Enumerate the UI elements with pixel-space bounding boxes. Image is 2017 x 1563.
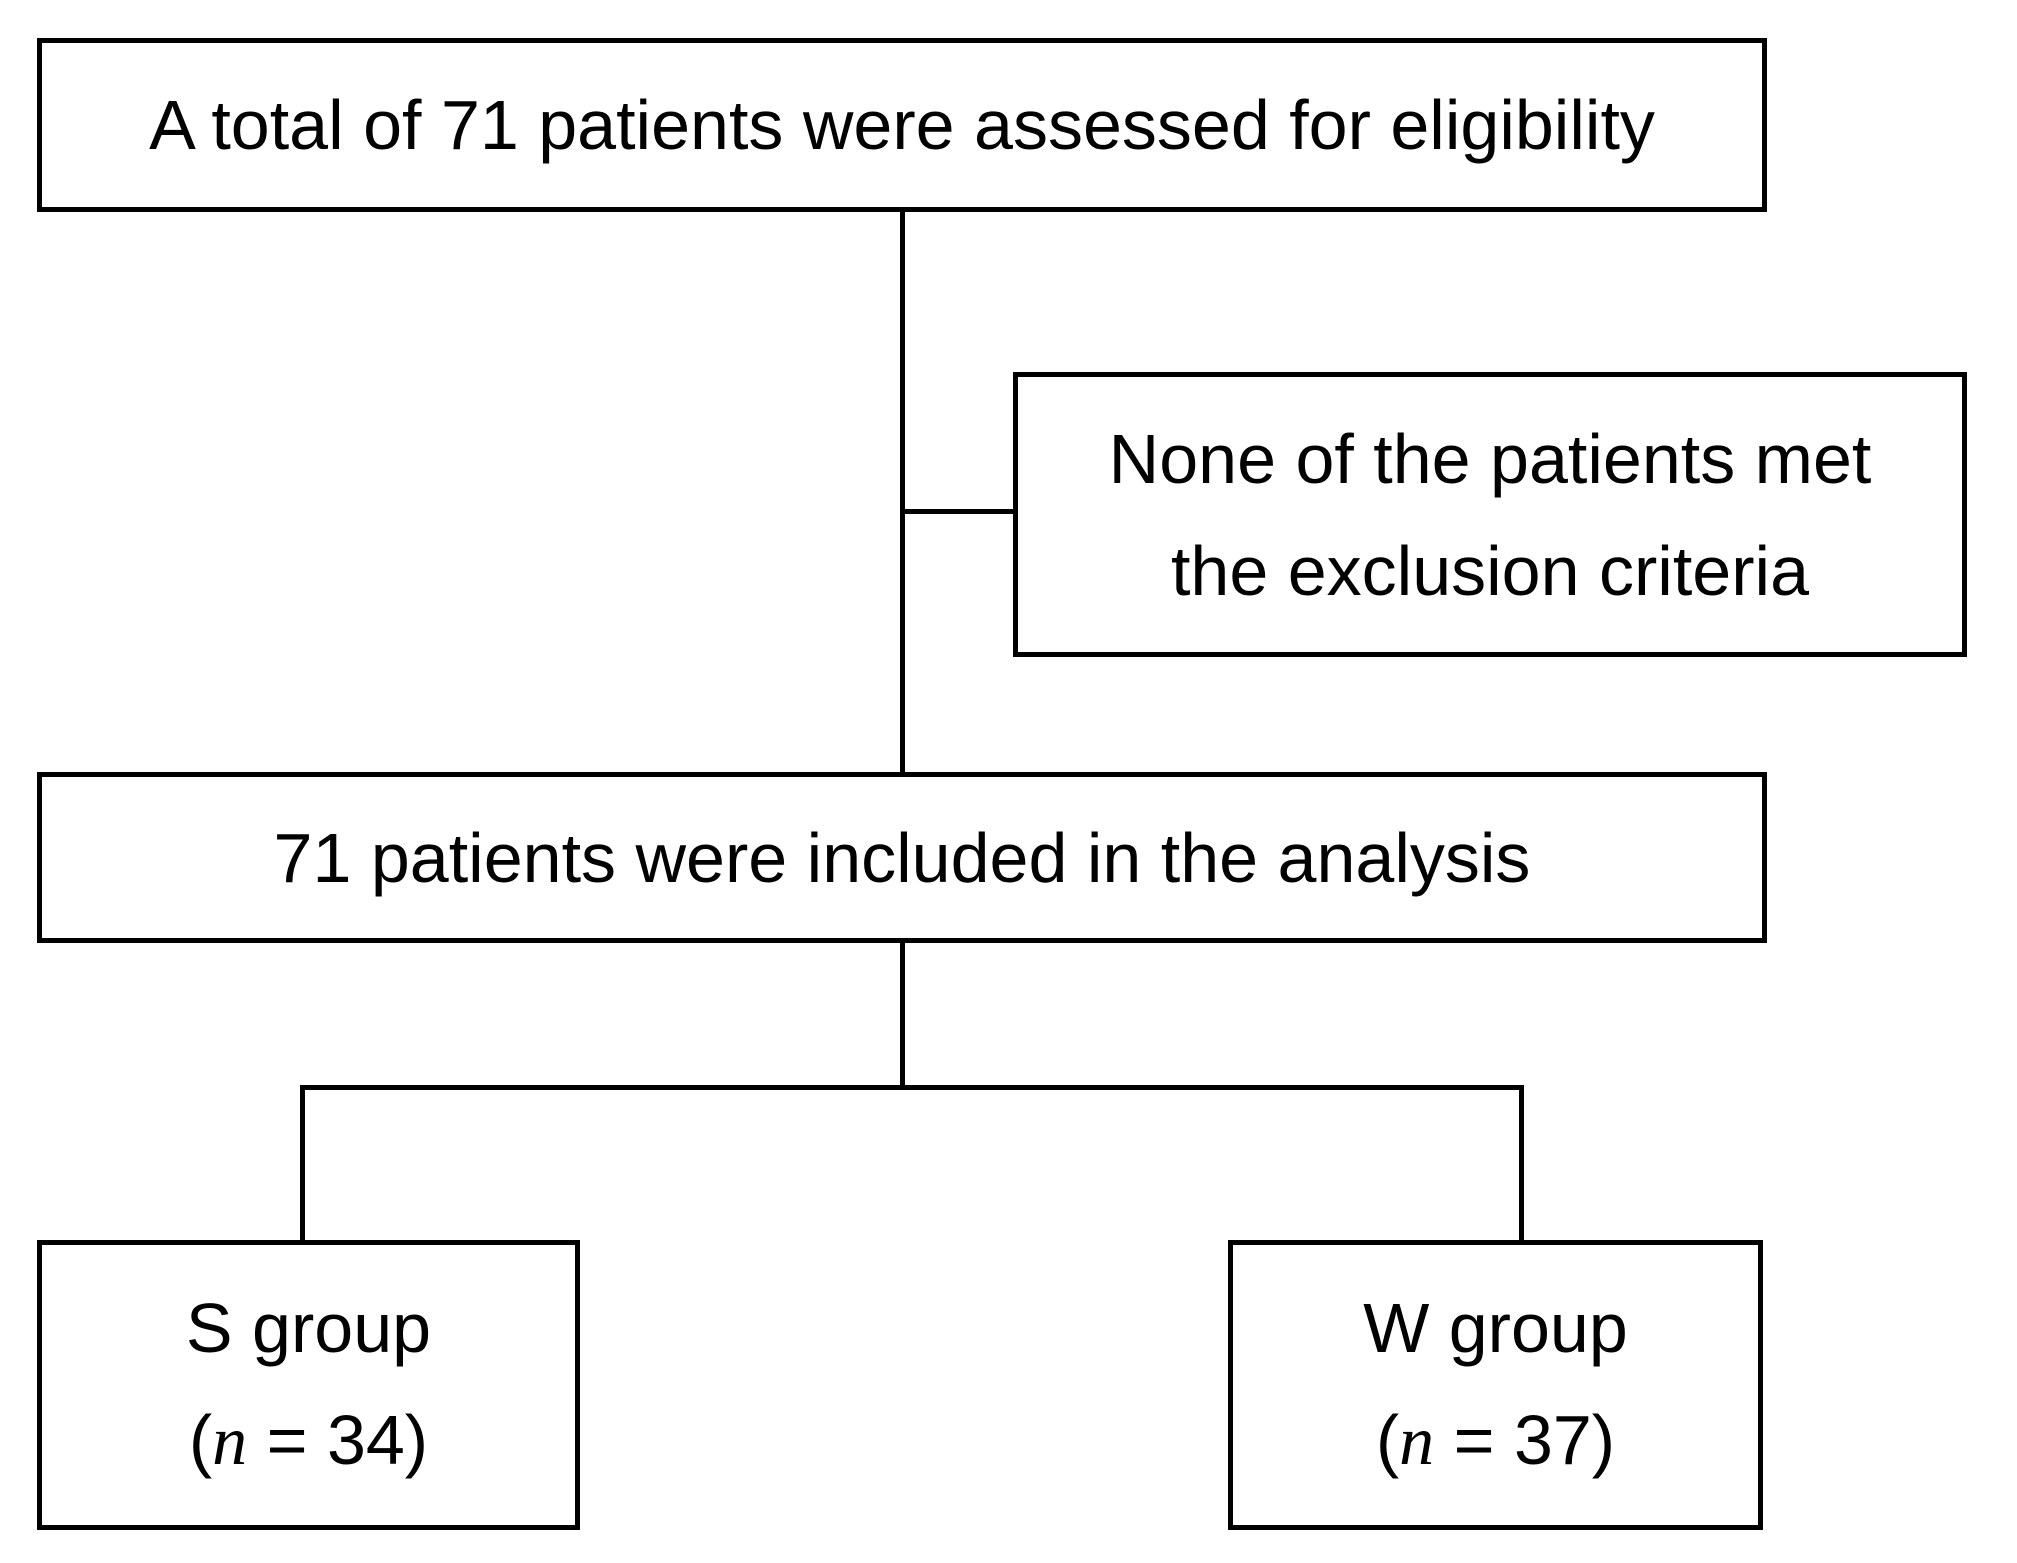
w-group-count-open-paren: ( xyxy=(1375,1401,1400,1479)
exclusion-text-line1: None of the patients met xyxy=(1108,419,1872,498)
connector-branch-to-s-group xyxy=(300,1085,305,1240)
s-group-title: S group xyxy=(185,1289,432,1367)
s-group-count-n-variable: n xyxy=(212,1403,248,1480)
branch-horizontal-line xyxy=(300,1085,1524,1090)
connector-eligibility-to-analysis xyxy=(900,212,905,772)
w-group-count: (n = 37) xyxy=(1376,1384,1615,1498)
s-group-count-value: = 34) xyxy=(247,1401,429,1479)
exclusion-text-line2: the exclusion criteria xyxy=(1170,531,1810,610)
connector-to-exclusion-box xyxy=(902,509,1013,514)
eligibility-text: A total of 71 patients were assessed for… xyxy=(149,86,1655,164)
analysis-text: 71 patients were included in the analysi… xyxy=(273,818,1531,897)
analysis-box: 71 patients were included in the analysi… xyxy=(37,772,1767,943)
connector-branch-to-w-group xyxy=(1519,1085,1524,1240)
w-group-box: W group (n = 37) xyxy=(1228,1240,1763,1530)
w-group-title: W group xyxy=(1363,1289,1628,1367)
s-group-box: S group (n = 34) xyxy=(37,1240,580,1530)
exclusion-box: None of the patients met the exclusion c… xyxy=(1013,372,1967,657)
eligibility-box: A total of 71 patients were assessed for… xyxy=(37,38,1767,212)
s-group-count-open-paren: ( xyxy=(188,1401,213,1479)
s-group-count: (n = 34) xyxy=(189,1384,428,1498)
connector-analysis-to-branch xyxy=(900,943,905,1087)
w-group-count-value: = 37) xyxy=(1434,1401,1616,1479)
w-group-count-n-variable: n xyxy=(1399,1403,1435,1480)
